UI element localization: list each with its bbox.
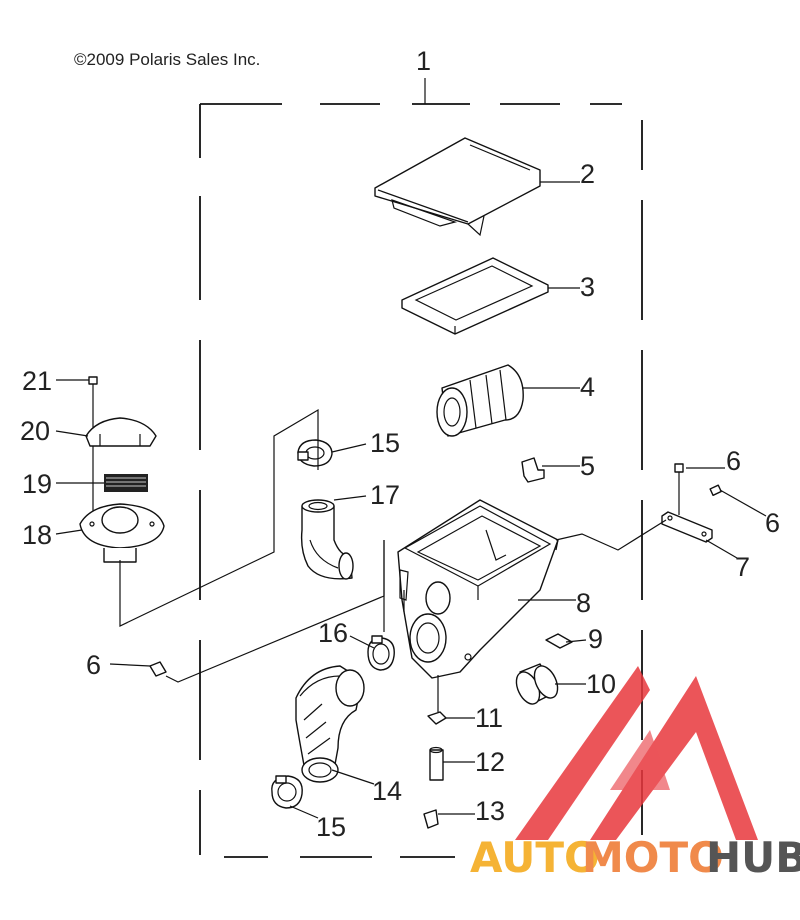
callout-19: 19	[22, 469, 52, 499]
leader-7	[705, 539, 738, 559]
callout-11: 11	[475, 703, 503, 733]
part-2-airbox-cover	[374, 137, 541, 237]
leader-18	[55, 529, 83, 535]
callout-13: 13	[475, 796, 505, 826]
part-20-cover-cap	[85, 417, 157, 447]
part-8-airbox-housing	[397, 499, 559, 679]
callout-7: 7	[735, 552, 750, 582]
assembly-boundary	[199, 103, 643, 858]
callout-8: 8	[576, 588, 591, 618]
part-4-air-filter	[436, 364, 524, 437]
callout-2: 2	[580, 159, 595, 189]
callout-17: 17	[370, 480, 400, 510]
callout-16: 16	[318, 618, 348, 648]
callout-15a: 15	[370, 428, 400, 458]
leader-14	[331, 769, 375, 785]
callout-15b: 15	[316, 812, 346, 842]
callout-12: 12	[475, 747, 505, 777]
watermark-moto: MOTO	[582, 833, 724, 882]
leader-6b	[719, 489, 767, 517]
part-7-bracket	[661, 511, 713, 543]
callout-1: 1	[416, 46, 431, 76]
callout-20: 20	[20, 416, 50, 446]
part-3-filter-frame	[401, 257, 549, 335]
part-6-bolt-left	[149, 661, 167, 677]
routing-lines	[119, 408, 667, 683]
part-11-clamp	[427, 711, 447, 725]
part-12-drain-tube	[429, 746, 444, 781]
callout-9: 9	[588, 624, 603, 654]
part-15-clamp-lower	[271, 775, 303, 809]
callout-18: 18	[22, 520, 52, 550]
part-18-breather-base	[79, 503, 165, 563]
part-10-coupler	[515, 663, 559, 705]
callout-6a: 6	[726, 446, 741, 476]
callout-3: 3	[580, 272, 595, 302]
callout-5: 5	[580, 451, 595, 481]
watermark-logo	[515, 666, 758, 840]
leader-9	[565, 639, 587, 643]
callout-4: 4	[580, 372, 595, 402]
leader-17	[333, 495, 367, 501]
callout-14: 14	[372, 776, 402, 806]
part-21-screw	[88, 376, 98, 520]
leader-15b	[289, 805, 319, 819]
callout-10: 10	[586, 669, 616, 699]
part-6-bolt-side	[709, 484, 722, 497]
part-16-clamp	[367, 635, 395, 671]
watermark-hub: HUB	[706, 833, 800, 882]
leader-15a	[331, 443, 367, 453]
watermark-auto: AUTO	[470, 833, 600, 882]
part-5-clip	[521, 457, 545, 483]
leader-6c	[109, 663, 151, 667]
part-9-pad	[545, 633, 573, 649]
part-13-drain-plug	[423, 809, 439, 829]
part-6-bolt-upper	[674, 463, 684, 515]
part-14-intake-duct	[295, 665, 365, 783]
leader-16	[349, 635, 375, 649]
leader-20	[55, 430, 89, 437]
part-15-clamp-upper	[297, 439, 333, 467]
callout-21: 21	[22, 366, 52, 396]
callout-6b: 6	[765, 508, 780, 538]
watermark-text: AUTO MOTO HUB	[470, 833, 800, 882]
part-17-elbow	[300, 499, 354, 580]
part-19-spring	[104, 474, 148, 492]
copyright-text: ©2009 Polaris Sales Inc.	[74, 50, 260, 69]
callout-6c: 6	[86, 650, 101, 680]
